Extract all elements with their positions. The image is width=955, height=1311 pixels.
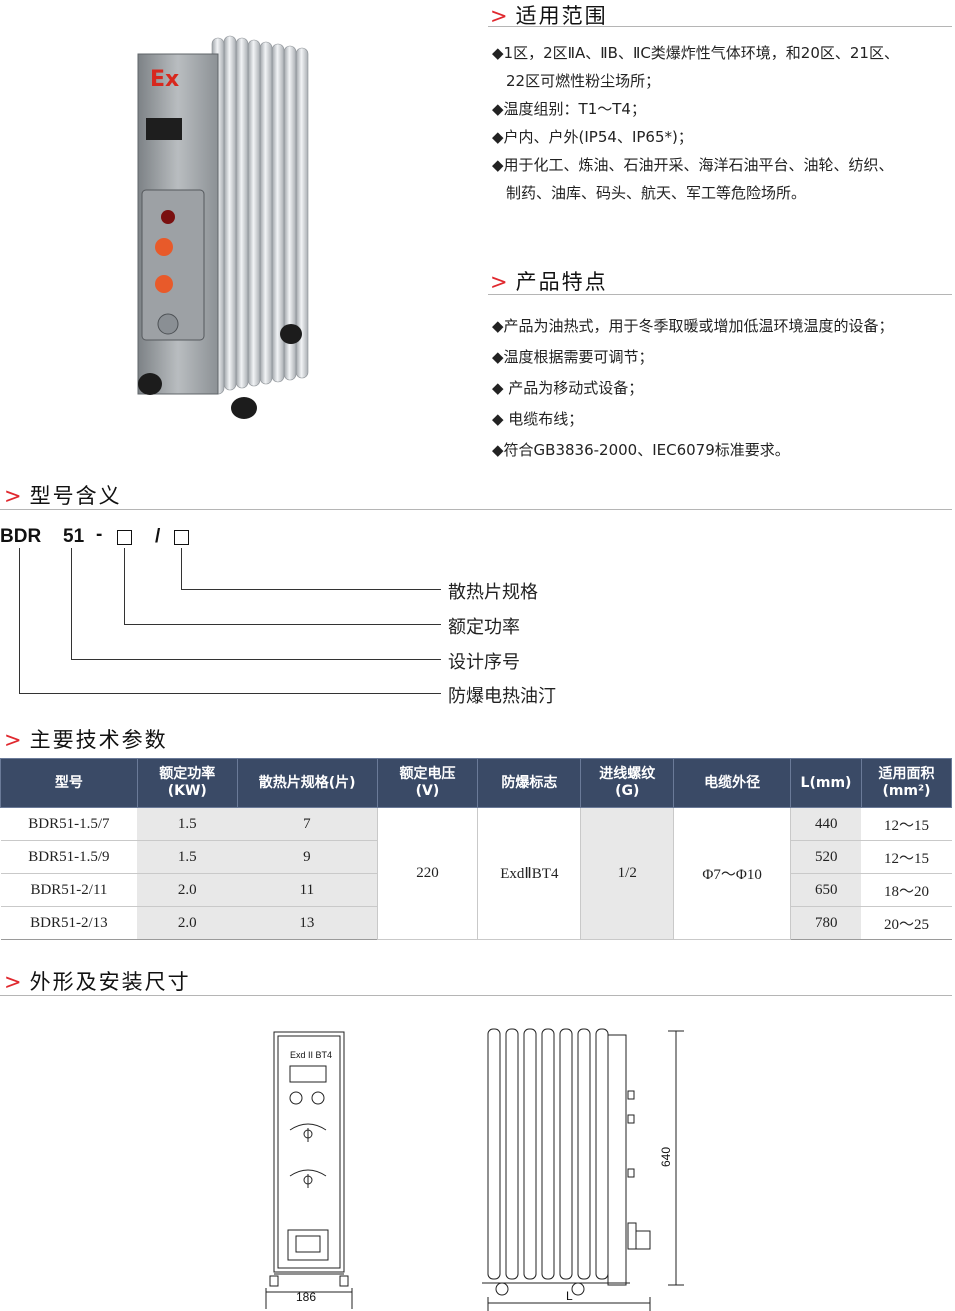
label-product-name: 防爆电热油汀 [448,686,556,707]
cell-area: 12～15 [861,840,952,874]
leader-fin [181,548,182,590]
cell-model: BDR51-1.5/7 [0,807,138,841]
cell-area: 12～15 [861,807,952,841]
cell-voltage: 220 [376,807,479,940]
model-divider [0,509,952,510]
dims-divider [0,995,952,996]
col-header: 适用面积(mm²) [860,758,953,808]
model-section-title: >型号含义 [4,480,122,510]
feature-line: ◆ 电缆布线； [492,410,584,428]
cell-model: BDR51-1.5/9 [0,840,138,874]
leader-power-h [124,624,441,625]
cell-length: 780 [790,906,862,940]
model-power-box [117,530,132,545]
scope-line: 制药、油库、码头、航天、军工等危险场所。 [506,184,807,202]
scope-line: ◆温度组别：T1～T4； [492,100,646,118]
section-arrow-icon: > [490,270,510,294]
cell-fins: 9 [237,840,378,874]
feature-line: ◆ 产品为移动式设备； [492,379,644,397]
scope-title-text: 适用范围 [515,4,608,28]
cell-thread: 1/2 [580,807,675,940]
col-header: 进线螺纹(G) [580,758,675,808]
scope-section-title: >适用范围 [490,0,608,30]
cell-length: 440 [790,807,862,841]
features-divider [488,294,952,295]
feature-line: ◆温度根据需要可调节； [492,348,654,366]
control-box [137,53,219,395]
col-header: 电缆外径 [673,758,792,808]
cell-model: BDR51-2/13 [0,906,138,940]
cell-cable: Φ7～Φ10 [673,807,792,940]
col-header: 额定功率(KW) [136,758,238,808]
cell-model: BDR51-2/11 [0,873,138,907]
col-header: L(mm) [790,758,862,808]
side-fins [487,1028,609,1280]
label-rated-power: 额定功率 [448,617,520,638]
table-row: BDR51-1.5/7 1.5 7 220 ExdⅡBT4 1/2 Φ7～Φ10… [0,807,952,940]
height-dimension-label: 640 [659,1146,674,1168]
leader-prefix [19,548,20,694]
cell-power: 2.0 [137,873,238,907]
scope-line: 22区可燃性粉尘场所； [506,72,661,90]
features-section-title: >产品特点 [490,266,608,296]
tech-title-text: 主要技术参数 [29,728,168,752]
spec-table: 型号 额定功率(KW) 散热片规格(片) 额定电压(V) 防爆标志 进线螺纹(G… [0,758,953,940]
leader-series [71,548,72,660]
cell-length: 520 [790,840,862,874]
table-row: BDR51-2/11 2.0 11 650 18～20 [0,873,952,907]
leader-prefix-h [19,693,441,694]
panel-mark-label: Exd II BT4 [290,1050,333,1060]
product-photo: Ex [137,35,309,419]
front-view-drawing [265,1031,353,1309]
section-arrow-icon: > [4,484,24,508]
table-row: BDR51-2/13 2.0 13 780 20～25 [0,906,952,940]
length-dimension-label: L [566,1289,573,1303]
cell-area: 18～20 [861,873,952,907]
dims-section-title: >外形及安装尺寸 [4,966,191,996]
features-title-text: 产品特点 [515,270,608,294]
section-arrow-icon: > [4,970,24,994]
leader-series-h [71,659,441,660]
cell-power: 1.5 [137,807,238,841]
side-view-drawing [482,1028,684,1311]
cell-fins: 13 [237,906,378,940]
table-header-row: 型号 额定功率(KW) 散热片规格(片) 额定电压(V) 防爆标志 进线螺纹(G… [0,758,953,808]
section-arrow-icon: > [4,728,24,752]
wheels [138,324,302,419]
cell-length: 650 [790,873,862,907]
cell-area: 20～25 [861,906,952,940]
scope-line: ◆用于化工、炼油、石油开采、海洋石油平台、油轮、纺织、 [492,156,894,174]
tech-section-title: >主要技术参数 [4,724,168,754]
section-arrow-icon: > [490,4,510,28]
scope-line: ◆户内、户外(IP54、IP65*)； [492,128,693,146]
cell-power: 2.0 [137,906,238,940]
model-series: 51 [63,526,85,547]
cell-ex-mark: ExdⅡBT4 [477,807,582,940]
leader-power [124,548,125,625]
col-header: 防爆标志 [477,758,582,808]
feature-line: ◆符合GB3836-2000、IEC6079标准要求。 [492,441,790,459]
label-design-seq: 设计序号 [448,652,520,673]
cell-fins: 7 [237,807,378,841]
feature-line: ◆产品为油热式，用于冬季取暖或增加低温环境温度的设备； [492,317,894,335]
cell-power: 1.5 [137,840,238,874]
model-dash: - [96,524,103,545]
scope-line: ◆1区，2区ⅡA、ⅡB、ⅡC类爆炸性气体环境，和20区、21区、 [492,44,899,62]
model-title-text: 型号含义 [29,484,122,508]
model-prefix: BDR [0,526,42,547]
table-row: BDR51-1.5/9 1.5 9 520 12～15 [0,840,952,874]
col-header: 散热片规格(片) [236,758,378,808]
col-header: 型号 [0,758,138,808]
label-fin-spec: 散热片规格 [448,582,538,603]
scope-divider [488,26,952,27]
ex-logo: Ex [150,67,179,92]
width-dimension-label: 186 [296,1290,317,1304]
cell-fins: 11 [237,873,378,907]
model-fin-box [174,530,189,545]
model-slash: / [155,526,161,547]
col-header: 额定电压(V) [376,758,479,808]
dims-title-text: 外形及安装尺寸 [29,970,191,994]
leader-fin-h [181,589,441,590]
